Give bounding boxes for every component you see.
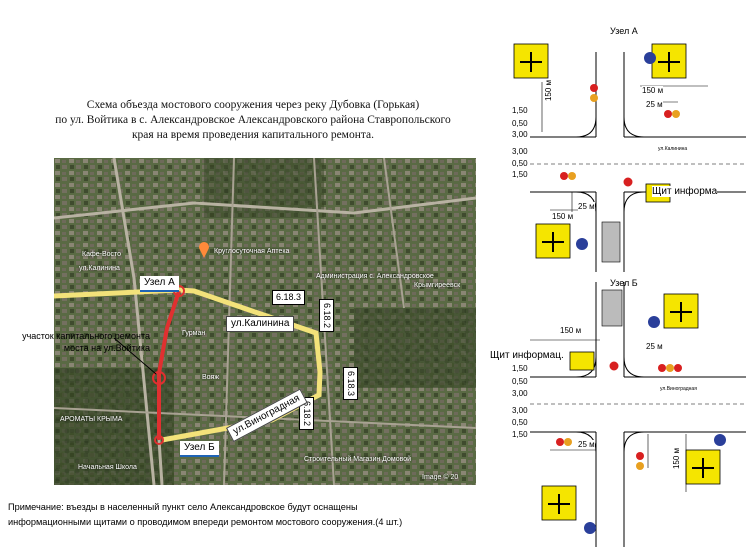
- label-shkola: Начальная Школа: [78, 464, 137, 471]
- remont-caption: участок капитального ремонта моста на ул…: [0, 330, 150, 354]
- title-line-1: Схема объезда мостового сооружения через…: [86, 99, 420, 111]
- label-stroitel: Строительный Магазин Домовой: [304, 456, 412, 463]
- remont-pointer-line: [113, 337, 157, 375]
- diagram-b-street: ул.Виноградная: [660, 386, 697, 392]
- diagram-b-dim-2: 0,50: [512, 377, 528, 386]
- diagram-a-heading: Узел А: [610, 26, 638, 36]
- title-line-2: по ул. Войтика в с. Александровское Алек…: [55, 114, 451, 126]
- diagram-a-dist-150-top: 150 м: [642, 86, 664, 95]
- map-graphics: [54, 158, 476, 485]
- diagram-b-dist-25-bottom: 25 м: [578, 440, 595, 449]
- label-image-credit: Image © 20: [422, 474, 459, 481]
- node-b-marker: [154, 435, 164, 445]
- uzel-b-label: Узел Б: [180, 441, 219, 457]
- diagram-a: [513, 43, 746, 272]
- diagram-a-dim-5: 0,50: [512, 159, 528, 168]
- diagram-a-dim-6: 1,50: [512, 170, 528, 179]
- note-text: Примечание: въезды в населенный пункт се…: [8, 500, 478, 530]
- diagram-b-dim-6: 1,50: [512, 430, 528, 439]
- uzel-a-label: Узел А: [140, 276, 179, 292]
- diagram-b-dim-5: 0,50: [512, 418, 528, 427]
- diagram-a-dim-1: 1,50: [512, 106, 528, 115]
- label-street-kalinina: ул.Калинина: [79, 265, 120, 272]
- closed-road-section: [157, 290, 181, 440]
- diagram-a-dim-2: 0,50: [512, 119, 528, 128]
- label-aromaty: АРОМАТЫ КРЫМА: [60, 416, 123, 423]
- diagram-b-dim-3: 3,00: [512, 389, 528, 398]
- label-kruglosut: Круглосуточная Аптека: [214, 248, 290, 255]
- label-kafe: Кафе-Восто: [82, 251, 122, 258]
- diagram-b-dim-1: 1,50: [512, 364, 528, 373]
- map-pin-icon: [199, 242, 209, 258]
- diagram-a-dim-4: 3,00: [512, 147, 528, 156]
- bridge-marker: [152, 371, 166, 385]
- remont-line-1: участок капитального ремонта: [22, 331, 150, 341]
- diagram-b-dist-150-top: 150 м: [560, 326, 582, 335]
- diagram-a-street: ул.Калинина: [658, 146, 688, 152]
- diagram-b: [530, 282, 746, 547]
- sign-6183-right: 6.18.3: [343, 366, 359, 401]
- diagram-b-heading: Узел Б: [610, 278, 638, 288]
- label-voyazh: Вояж: [202, 374, 220, 381]
- diagram-b-dist-25-top: 25 м: [646, 342, 663, 351]
- diagram-b-dist-150-right: 150 м: [672, 447, 682, 470]
- diagram-a-dist-25-top: 25 м: [646, 100, 663, 109]
- diagrams-graphics: [513, 43, 746, 547]
- note-line-2: информационными щитами о проводимом впер…: [8, 517, 403, 527]
- label-krymgirey: Крымгиреевск: [414, 282, 461, 289]
- title-line-3: края на время проведения капитального ре…: [131, 129, 375, 141]
- remont-line-2: моста на ул.Войтика: [63, 343, 150, 353]
- intersection-diagrams: Узел А Щит информа 150 м 25 м 150 м 25 м…: [490, 22, 746, 552]
- diagram-b-shchit: Щит информац.: [490, 350, 564, 361]
- satellite-map: Узел А Узел Б Кафе-Восто ул.Калинина Кру…: [54, 158, 476, 485]
- diagram-a-shchit: Щит информа: [652, 186, 718, 197]
- diagram-a-dim-3: 3,00: [512, 130, 528, 139]
- sign-6182-top: 6.18.2: [319, 298, 335, 333]
- label-admin: Администрация с. Александровское: [316, 273, 434, 280]
- diagram-a-dist-150-left: 150 м: [544, 79, 554, 102]
- label-gurman: Гурман: [182, 330, 206, 337]
- sign-6183-top: 6.18.3: [272, 290, 306, 305]
- note-line-1: Примечание: въезды в населенный пункт се…: [8, 502, 358, 512]
- diagram-a-dist-150-bottom: 150 м: [552, 212, 574, 221]
- diagram-a-dist-25-bottom: 25 м: [578, 202, 595, 211]
- diagram-b-dim-4: 3,00: [512, 406, 528, 415]
- street-kalinina-box: ул.Калинина: [226, 316, 295, 332]
- map-title: Схема объезда мостового сооружения через…: [18, 98, 488, 143]
